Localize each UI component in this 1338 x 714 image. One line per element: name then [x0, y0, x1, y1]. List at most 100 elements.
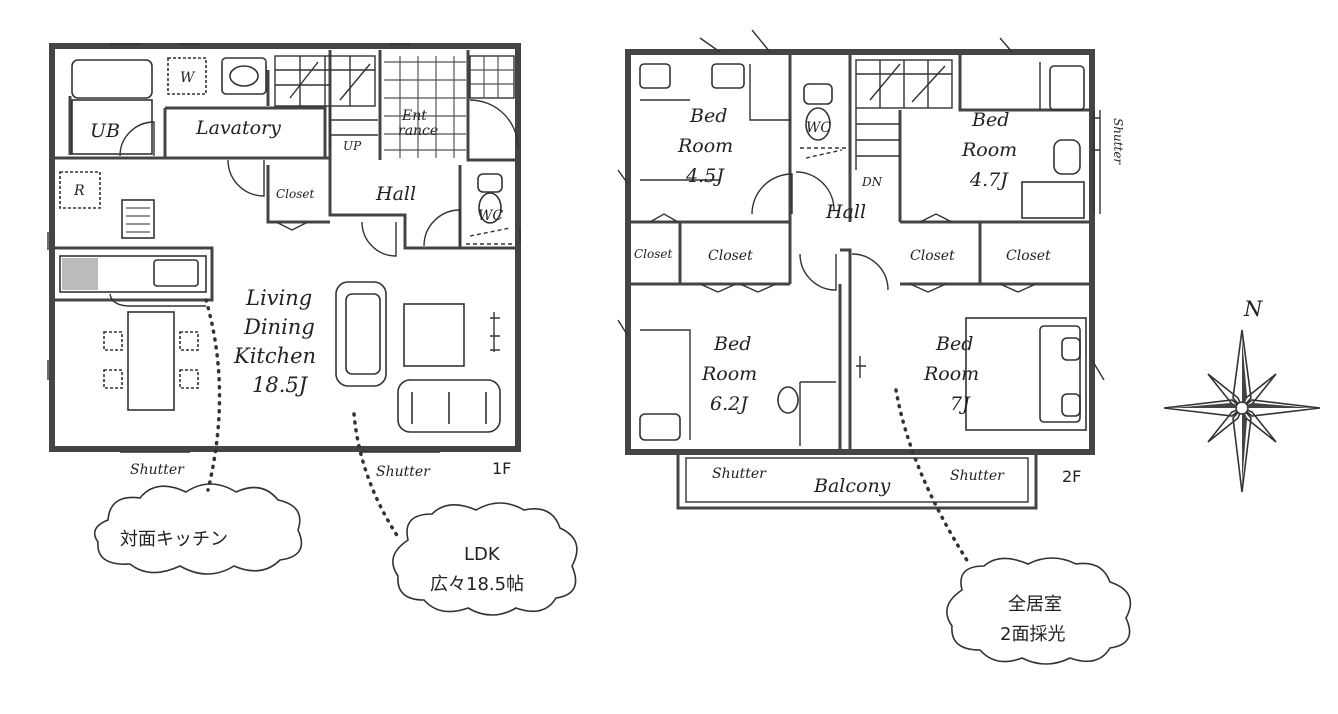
- shutter-label-1f-left: Shutter: [130, 462, 185, 478]
- room-label-bed-ne-size: 4.7J: [969, 169, 1009, 191]
- balcony-rail: [676, 450, 1038, 510]
- floor-2-plan: [617, 29, 1105, 510]
- toilet-tank-1f: [477, 173, 503, 193]
- closet-door-marks-2f: [649, 213, 1037, 293]
- closet-dividers-2f: [678, 222, 982, 284]
- closet-wall-1f: [266, 165, 330, 224]
- room-label-closet-a-2f: Closet: [708, 248, 753, 264]
- callout-rooms: [894, 388, 1132, 665]
- callout-ldk-text-2: 広々18.5帖: [430, 574, 524, 595]
- room-label-bed-ne-1: Bed: [971, 109, 1009, 131]
- shutter-label-2f-right: Shutter: [950, 468, 1005, 484]
- floor-tag-1f: 1F: [492, 459, 511, 478]
- callout-ldk-cloud: [392, 502, 578, 616]
- wc-door-swing-1f: [423, 209, 461, 247]
- callout-kitchen: [93, 298, 303, 575]
- room-label-bed-nw-1: Bed: [689, 105, 727, 127]
- callout-kitchen-pointer: [204, 298, 222, 492]
- dining-table-set: [103, 311, 199, 411]
- room-label-wc-2f: WC: [806, 120, 831, 136]
- floor-2-window-marks: [617, 29, 1105, 381]
- toilet-bowl-1f: [478, 192, 502, 224]
- bed-nw-furniture-1: [639, 63, 671, 89]
- room-label-lavatory: Lavatory: [195, 117, 281, 139]
- shutter-label-2f-left: Shutter: [712, 466, 767, 482]
- coffee-table: [403, 303, 465, 367]
- floor-2-inner-walls: [630, 52, 1092, 286]
- floor-1-window-marks: [47, 43, 521, 380]
- room-label-closet-b-2f: Closet: [910, 248, 955, 264]
- callout-rooms-pointer-1: [894, 388, 970, 564]
- kitchen-sink: [153, 259, 199, 287]
- balcony-label: Balcony: [813, 475, 891, 497]
- callout-rooms-cloud: [946, 557, 1132, 665]
- kitchen-counter-shade: [62, 258, 98, 290]
- entrance-door-swing: [469, 99, 519, 149]
- compass-rose: [1163, 329, 1321, 493]
- washer-space: [167, 57, 207, 95]
- wc-floor-mark-2f: [800, 147, 846, 159]
- floor-1-inner-walls: [52, 50, 518, 250]
- compass-shading: [1172, 338, 1312, 484]
- stair-label-up: UP: [343, 139, 362, 153]
- shower-area: [71, 99, 153, 155]
- wc-door-swing-2f: [795, 171, 835, 211]
- bed-se-tv-mark: [856, 356, 866, 378]
- entrance-tiles: [384, 56, 466, 158]
- staircase-2f: [855, 59, 953, 170]
- washbasin-counter: [221, 57, 267, 95]
- room-label-closet-1f: Closet: [276, 187, 315, 201]
- sofa-double-cushions: [411, 392, 487, 424]
- stove-fixture: [121, 199, 155, 239]
- room-label-bed-sw-2: Room: [701, 363, 757, 385]
- callout-rooms-text-2: 2面採光: [1000, 624, 1065, 645]
- room-label-bed-se-size: 7J: [950, 393, 971, 415]
- callout-ldk: [352, 412, 578, 616]
- bed-nw-bed-outline: [640, 64, 790, 181]
- room-label-ldk-line2: Dining: [243, 315, 315, 339]
- ub-door-swing: [119, 121, 155, 157]
- room-label-ldk-line1: Living: [245, 286, 312, 310]
- room-label-entrance-2: rance: [398, 123, 438, 139]
- bed-nw-furniture-2: [711, 63, 745, 89]
- room-label-bed-sw-size: 6.2J: [710, 393, 749, 415]
- toilet-tank-2f: [803, 83, 833, 105]
- room-label-hall-2f: Hall: [825, 201, 866, 223]
- bottom-bedroom-door-swings: [799, 253, 889, 291]
- kitchen-counter-wall: [52, 246, 214, 302]
- room-label-bed-sw-1: Bed: [713, 333, 751, 355]
- counter-edge: [109, 293, 206, 307]
- floor-2-center-walls: [788, 222, 852, 452]
- callout-kitchen-text: 対面キッチン: [120, 529, 228, 550]
- tv-board: [490, 312, 500, 352]
- shutter-label-1f-right: Shutter: [376, 464, 431, 480]
- floor-tag-2f: 2F: [1062, 467, 1081, 486]
- bed-se-pillow-area: [1039, 325, 1081, 423]
- room-label-bed-nw-size: 4.5J: [685, 165, 725, 187]
- room-label-bed-se-2: Room: [923, 363, 979, 385]
- sofa-double: [397, 379, 501, 433]
- callout-kitchen-cloud: [93, 483, 303, 575]
- fridge-space: [59, 171, 101, 209]
- room-label-closet-c-2f: Closet: [1006, 248, 1051, 264]
- kitchen-counter: [59, 255, 207, 293]
- room-label-wc-1f: WC: [478, 208, 503, 224]
- room-label-ldk-size: 18.5J: [252, 373, 309, 397]
- callout-ldk-pointer: [352, 412, 402, 542]
- room-label-washer: W: [180, 70, 196, 86]
- bed-se-lamp-1: [1061, 337, 1081, 361]
- callout-rooms-text-1: 全居室: [1008, 594, 1062, 615]
- bed-sw-furniture-1: [639, 413, 681, 441]
- bed-nw-door-swing: [751, 173, 793, 215]
- balcony-inner: [685, 457, 1029, 503]
- entrance-wall: [466, 50, 518, 162]
- side-shutter-track: [1093, 110, 1101, 214]
- hall-door-swing: [361, 221, 397, 257]
- toilet-bowl-2f: [805, 107, 831, 141]
- bed-sw-chair: [777, 386, 799, 414]
- bed-sw-bed-outline: [640, 329, 836, 446]
- bed-ne-furniture-1: [1049, 65, 1085, 111]
- bed-se-bed: [965, 317, 1087, 431]
